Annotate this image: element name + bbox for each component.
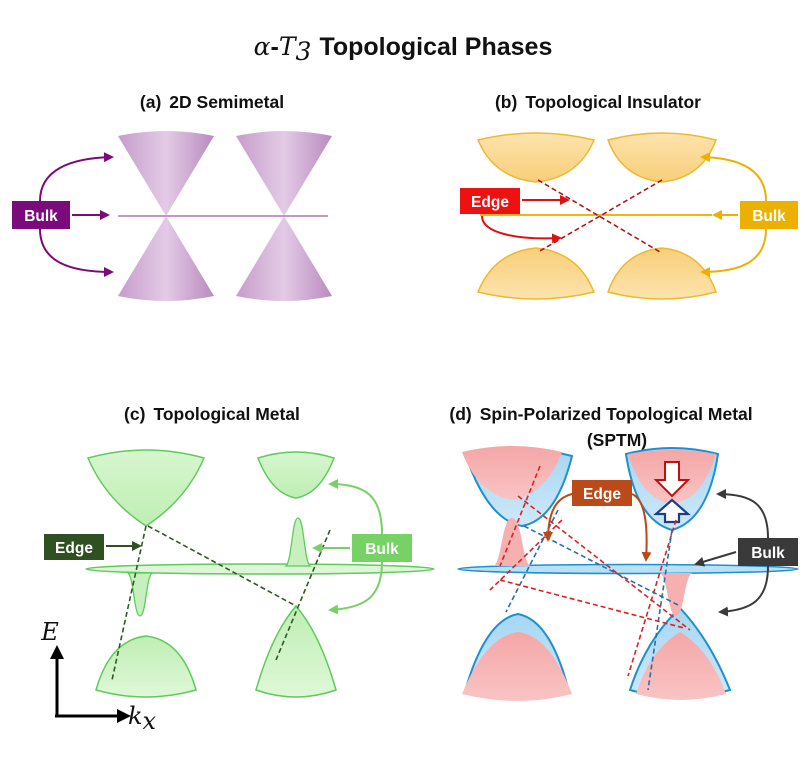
- bulk-arrow-mid-d: [694, 551, 737, 567]
- valence-band-left-c: [95, 635, 197, 698]
- bulk-label-box-a: [12, 201, 70, 229]
- edge-state-c1: [147, 525, 297, 607]
- edge-arrow-left-d: [543, 493, 573, 542]
- edge-up-2: [489, 519, 563, 591]
- panel-c-title: (c)Topological Metal: [124, 404, 300, 424]
- bulk-label-b: Bulk: [752, 208, 786, 225]
- conduction-band-right: [607, 132, 717, 183]
- edge-arrow-bottom-b: [481, 215, 562, 244]
- panel-a: (a)2D Semimetal Bulk: [12, 92, 332, 301]
- panel-a-title: (a)2D Semimetal: [140, 92, 284, 112]
- bulk-label-box-d: [738, 538, 798, 566]
- edge-label-box-b: [460, 188, 520, 214]
- bulk-arrow-up-d: [716, 489, 769, 539]
- dirac-cone-right: [236, 131, 332, 301]
- edge-arrow-right-d: [631, 493, 652, 562]
- energy-axis-label: E: [40, 618, 59, 646]
- panel-d-title-line1: (d)Spin-Polarized Topological Metal: [449, 404, 752, 424]
- panel-c: (c)Topological Metal Edge Bulk: [44, 404, 435, 698]
- momentum-axis-label: kx: [128, 702, 157, 735]
- panel-b: (b)Topological Insulator Edge Bulk: [460, 92, 798, 300]
- edge-label-b: Edge: [471, 194, 509, 211]
- edge-up-4: [627, 519, 677, 677]
- spin-up-arrow-icon: [653, 498, 691, 524]
- flat-band-d: [457, 563, 799, 575]
- peak-up-d: [494, 518, 530, 566]
- bulk-arrow-down-a: [39, 228, 114, 277]
- panel-d: (d)Spin-Polarized Topological Metal (SPT…: [449, 404, 799, 701]
- valence-band-right-c: [255, 604, 337, 698]
- bulk-label-a: Bulk: [24, 208, 58, 225]
- bulk-label-c: Bulk: [365, 541, 399, 558]
- edge-state-c3: [111, 525, 147, 681]
- flat-band-c: [85, 563, 435, 575]
- axes-legend: E kx: [40, 618, 156, 735]
- edge-up-1: [517, 495, 691, 631]
- conduction-band-right-c: [257, 451, 335, 499]
- bulk-arrow-up-c: [328, 479, 383, 535]
- dirac-cone-left: [118, 131, 214, 301]
- spin-down-arrow-icon: [653, 461, 691, 498]
- edge-label-c: Edge: [55, 540, 93, 557]
- valence-band-left: [476, 247, 596, 300]
- valence-band-right: [607, 247, 717, 300]
- peak-down-d: [660, 573, 692, 616]
- peak-down-c: [126, 572, 154, 617]
- spin-up-band-ul: [462, 446, 562, 500]
- bulk-arrow-up-b: [700, 152, 767, 202]
- bulk-arrow-down-d: [718, 565, 769, 617]
- edge-label-box-d: [572, 480, 632, 506]
- bulk-arrow-down-b: [700, 228, 767, 277]
- bulk-arrow-down-c: [328, 561, 383, 615]
- edge-down-2: [647, 529, 673, 691]
- spin-up-band-ll: [462, 632, 572, 701]
- panel-b-title: (b)Topological Insulator: [495, 92, 701, 112]
- edge-down-1: [523, 525, 681, 607]
- bulk-label-d: Bulk: [751, 545, 785, 562]
- panel-d-title-line2: (SPTM): [587, 430, 647, 450]
- bulk-arrow-up-a: [39, 152, 114, 202]
- bulk-label-box-b: [740, 201, 798, 229]
- spin-up-band-lr: [636, 632, 726, 700]
- conduction-band-left: [476, 132, 596, 183]
- bulk-label-box-c: [352, 534, 412, 562]
- edge-label-box-c: [44, 534, 104, 560]
- peak-up-c: [284, 517, 312, 567]
- conduction-band-left-c: [86, 449, 206, 527]
- edge-label-d: Edge: [583, 486, 621, 503]
- edge-up-7: [499, 465, 541, 567]
